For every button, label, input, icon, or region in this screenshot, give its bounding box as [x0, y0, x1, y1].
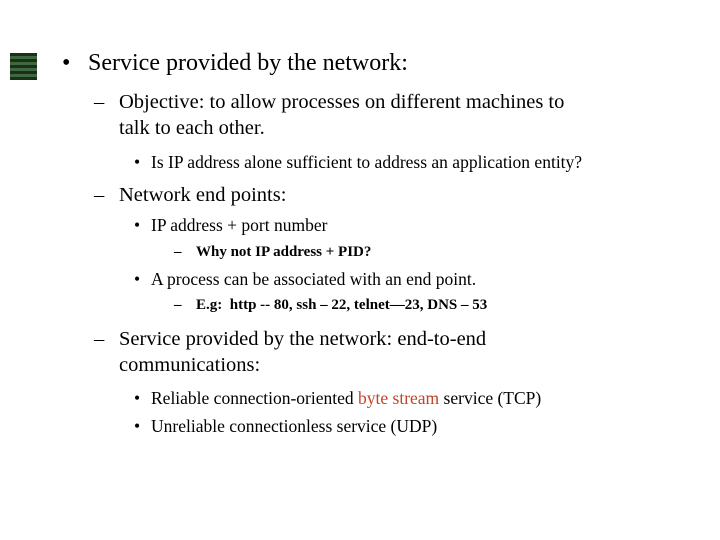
bullet-icon: • — [62, 50, 71, 76]
bullet-icon: • — [134, 152, 141, 172]
slide-title-text: Service provided by the network: — [88, 50, 408, 76]
item-text: Reliable connection-oriented byte stream… — [151, 387, 541, 409]
item-text: A process can be associated with an end … — [151, 269, 477, 289]
bullet-item-why-not-pid: – Why not IP address + PID? — [0, 243, 720, 262]
dash-icon: – — [174, 244, 182, 260]
bullet-icon: • — [134, 215, 141, 235]
slide-title: • Service provided by the network: — [0, 48, 720, 78]
dash-icon: – — [174, 297, 182, 313]
bullet-item-ip-sufficient: • Is IP address alone sufficient to addr… — [0, 151, 720, 173]
bullet-icon: • — [134, 388, 141, 408]
item-text: Service provided by the network: end-to-… — [119, 328, 487, 376]
slide: • Service provided by the network: – Obj… — [0, 48, 720, 540]
item-text: Why not IP address + PID? — [196, 244, 372, 260]
bullet-item-tcp: • Reliable connection-oriented byte stre… — [0, 387, 720, 409]
item-text: Is IP address alone sufficient to addres… — [151, 152, 583, 172]
dash-icon: – — [94, 184, 105, 206]
item-text: Unreliable connectionless service (UDP) — [151, 416, 438, 436]
dash-icon: – — [94, 91, 105, 113]
bullet-icon: • — [134, 269, 141, 289]
bullet-icon: • — [134, 416, 141, 436]
bullet-item-ip-port: • IP address + port number — [0, 214, 720, 236]
item-text: Objective: to allow processes on differe… — [119, 91, 565, 139]
text-after-highlight: service (TCP) — [439, 388, 542, 408]
bullet-item-port-examples: – E.g: http -- 80, ssh – 22, telnet—23, … — [0, 296, 720, 315]
item-text: E.g: http -- 80, ssh – 22, telnet—23, DN… — [196, 297, 488, 313]
dash-icon: – — [94, 328, 105, 350]
bullet-item-process-endpoint: • A process can be associated with an en… — [0, 268, 720, 290]
text-before-highlight: Reliable connection-oriented — [151, 388, 359, 408]
highlighted-text: byte stream — [358, 388, 440, 408]
corner-decoration-icon — [10, 53, 37, 80]
item-text: IP address + port number — [151, 215, 328, 235]
bullet-item-network-endpoints: – Network end points: — [0, 182, 720, 208]
bullet-item-end-to-end: – Service provided by the network: end-t… — [0, 326, 720, 378]
item-text: Network end points: — [119, 184, 287, 206]
bullet-item-udp: • Unreliable connectionless service (UDP… — [0, 415, 720, 437]
bullet-item-objective: – Objective: to allow processes on diffe… — [0, 89, 720, 141]
